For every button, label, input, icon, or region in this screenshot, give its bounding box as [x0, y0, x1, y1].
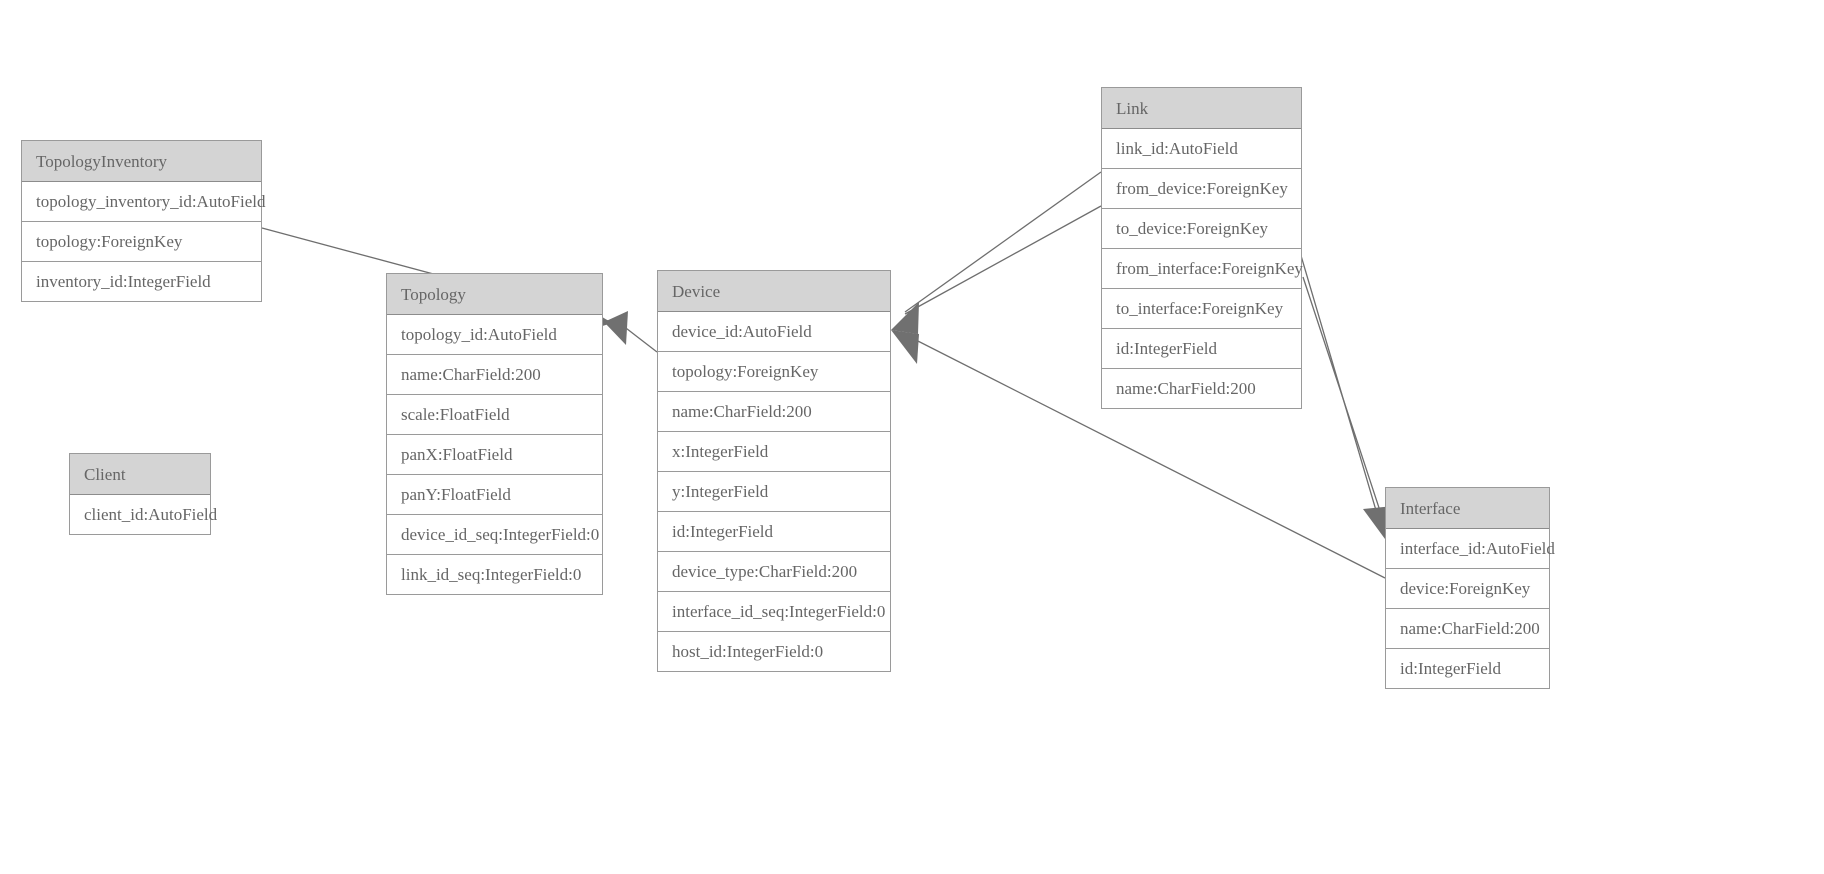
- edge-line: [904, 205, 1102, 315]
- entity-title-topologyinventory: TopologyInventory: [22, 141, 261, 182]
- entity-title-device: Device: [658, 271, 890, 312]
- entity-field-row[interactable]: id:IntegerField: [658, 512, 890, 552]
- entity-field-row[interactable]: y:IntegerField: [658, 472, 890, 512]
- entity-title-topology: Topology: [387, 274, 602, 315]
- entity-fields-client: client_id:AutoField: [70, 495, 217, 534]
- entity-field-row[interactable]: name:CharField:200: [1102, 369, 1301, 408]
- entity-title-link: Link: [1102, 88, 1301, 129]
- entity-field-row[interactable]: panX:FloatField: [387, 435, 602, 475]
- entity-field-row[interactable]: link_id:AutoField: [1102, 129, 1301, 169]
- edge-device-topology: [604, 311, 658, 353]
- entity-field-row[interactable]: id:IntegerField: [1386, 649, 1549, 688]
- entity-field-row[interactable]: topology:ForeignKey: [658, 352, 890, 392]
- arrowhead-filled-triangle: [891, 330, 919, 364]
- edge-link-to-device: [904, 205, 1102, 315]
- entity-field-row[interactable]: from_device:ForeignKey: [1102, 169, 1301, 209]
- entity-field-row[interactable]: name:CharField:200: [658, 392, 890, 432]
- entity-field-row[interactable]: device_id:AutoField: [658, 312, 890, 352]
- entity-field-row[interactable]: device:ForeignKey: [1386, 569, 1549, 609]
- edge-link-from-interface: [1296, 241, 1381, 525]
- entity-field-row[interactable]: device_type:CharField:200: [658, 552, 890, 592]
- entity-field-row[interactable]: name:CharField:200: [387, 355, 602, 395]
- entity-field-row[interactable]: to_device:ForeignKey: [1102, 209, 1301, 249]
- entity-field-row[interactable]: to_interface:ForeignKey: [1102, 289, 1301, 329]
- entity-field-row[interactable]: panY:FloatField: [387, 475, 602, 515]
- entity-field-row[interactable]: x:IntegerField: [658, 432, 890, 472]
- entity-field-row[interactable]: client_id:AutoField: [70, 495, 217, 534]
- entity-field-row[interactable]: interface_id:AutoField: [1386, 529, 1555, 569]
- entity-field-row[interactable]: topology:ForeignKey: [22, 222, 261, 262]
- entity-field-row[interactable]: topology_inventory_id:AutoField: [22, 182, 266, 222]
- entity-field-row[interactable]: host_id:IntegerField:0: [658, 632, 890, 671]
- edge-link-from-device: [904, 171, 1102, 313]
- edge-line: [1302, 276, 1386, 527]
- entity-field-row[interactable]: inventory_id:IntegerField: [22, 262, 261, 301]
- edge-line: [904, 171, 1102, 313]
- entity-field-row[interactable]: device_id_seq:IntegerField:0: [387, 515, 602, 555]
- entity-field-row[interactable]: name:CharField:200: [1386, 609, 1549, 649]
- entity-field-row[interactable]: link_id_seq:IntegerField:0: [387, 555, 602, 594]
- entity-field-row[interactable]: scale:FloatField: [387, 395, 602, 435]
- entity-title-client: Client: [70, 454, 210, 495]
- entity-field-row[interactable]: from_interface:ForeignKey: [1102, 249, 1303, 289]
- entity-field-row[interactable]: id:IntegerField: [1102, 329, 1301, 369]
- arrowhead-filled-triangle: [891, 302, 919, 334]
- edge-line: [621, 324, 658, 353]
- edge-line: [1296, 241, 1381, 525]
- entity-field-row[interactable]: topology_id:AutoField: [387, 315, 602, 355]
- entity-title-interface: Interface: [1386, 488, 1549, 529]
- entity-field-row[interactable]: interface_id_seq:IntegerField:0: [658, 592, 890, 632]
- arrowhead-filled-triangle: [604, 311, 628, 345]
- edge-link-to-interface: [1302, 276, 1386, 527]
